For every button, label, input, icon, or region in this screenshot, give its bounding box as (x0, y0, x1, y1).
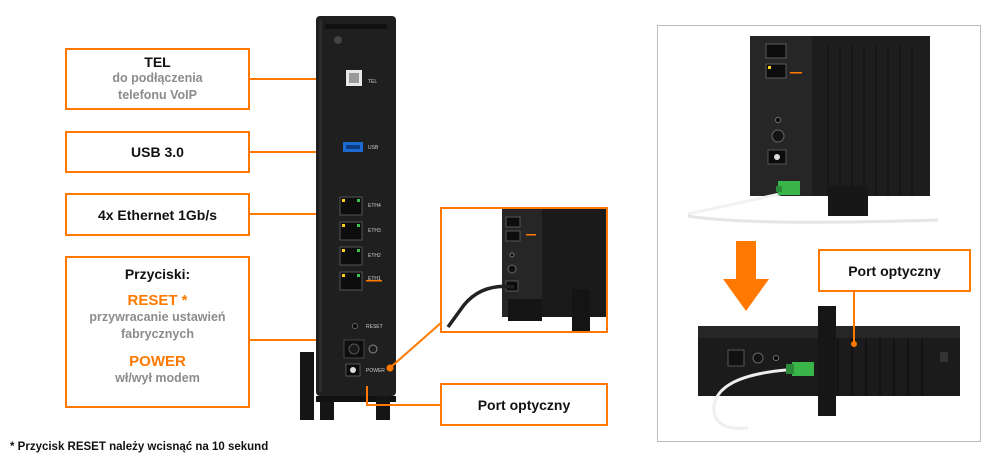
optical-port-callout-left: Port optyczny (440, 383, 608, 426)
device-label-eth4: ETH4 (368, 203, 381, 209)
usb-callout-title: USB 3.0 (131, 144, 184, 160)
optical-right-connector-line (853, 292, 855, 344)
usb-connector-line (250, 151, 336, 153)
router-bottom-photo (698, 306, 960, 430)
tel-callout-title: TEL (144, 54, 171, 70)
buttons-callout-title: Przyciski: (124, 266, 191, 282)
device-label-usb: USB (368, 145, 379, 151)
optical-port-callout-left-title: Port optyczny (477, 396, 571, 413)
reset-desc-line1: przywracanie ustawień (89, 310, 226, 324)
device-label-eth1: ETH1 (368, 276, 381, 282)
ethernet-callout: 4x Ethernet 1Gb/s (65, 193, 250, 236)
optical-port-callout-right-title: Port optyczny (848, 262, 941, 279)
right-photo-frame (657, 25, 981, 442)
device-label-eth3: ETH3 (368, 228, 381, 234)
optical-right-connector-dot (851, 341, 857, 347)
optical-port-callout-right: Port optyczny (818, 249, 971, 292)
router-front-image (300, 16, 396, 420)
optical-port-inset (440, 207, 608, 333)
power-title: POWER (129, 353, 186, 370)
down-arrow-icon (723, 241, 769, 311)
reset-connector-line (250, 339, 350, 341)
tel-callout: TEL do podłączenia telefonu VoIP (65, 48, 250, 110)
device-label-reset: RESET (366, 324, 383, 330)
optical-left-vline (366, 386, 368, 406)
inset-connector-line (386, 321, 443, 372)
buttons-callout: Przyciski: RESET * przywracanie ustawień… (65, 256, 250, 408)
ethernet-callout-title: 4x Ethernet 1Gb/s (97, 206, 218, 223)
device-label-eth2: ETH2 (368, 253, 381, 259)
ethernet-connector-line (250, 213, 336, 215)
tel-callout-line1: do podłączenia (112, 71, 203, 85)
router-rear-photo (687, 36, 939, 224)
reset-desc-line2: fabrycznych (121, 327, 194, 341)
router-side-image (446, 209, 606, 331)
reset-title: RESET * (127, 292, 188, 309)
footnote: * Przycisk RESET należy wcisnąć na 10 se… (10, 441, 269, 453)
optical-left-hline (366, 404, 441, 406)
usb-callout: USB 3.0 (65, 131, 250, 173)
device-label-tel: TEL (368, 79, 378, 85)
tel-callout-line2: telefonu VoIP (118, 88, 197, 102)
device-label-power: POWER (366, 368, 385, 374)
power-desc: wł/wył modem (115, 371, 200, 385)
tel-connector-line (250, 78, 330, 80)
